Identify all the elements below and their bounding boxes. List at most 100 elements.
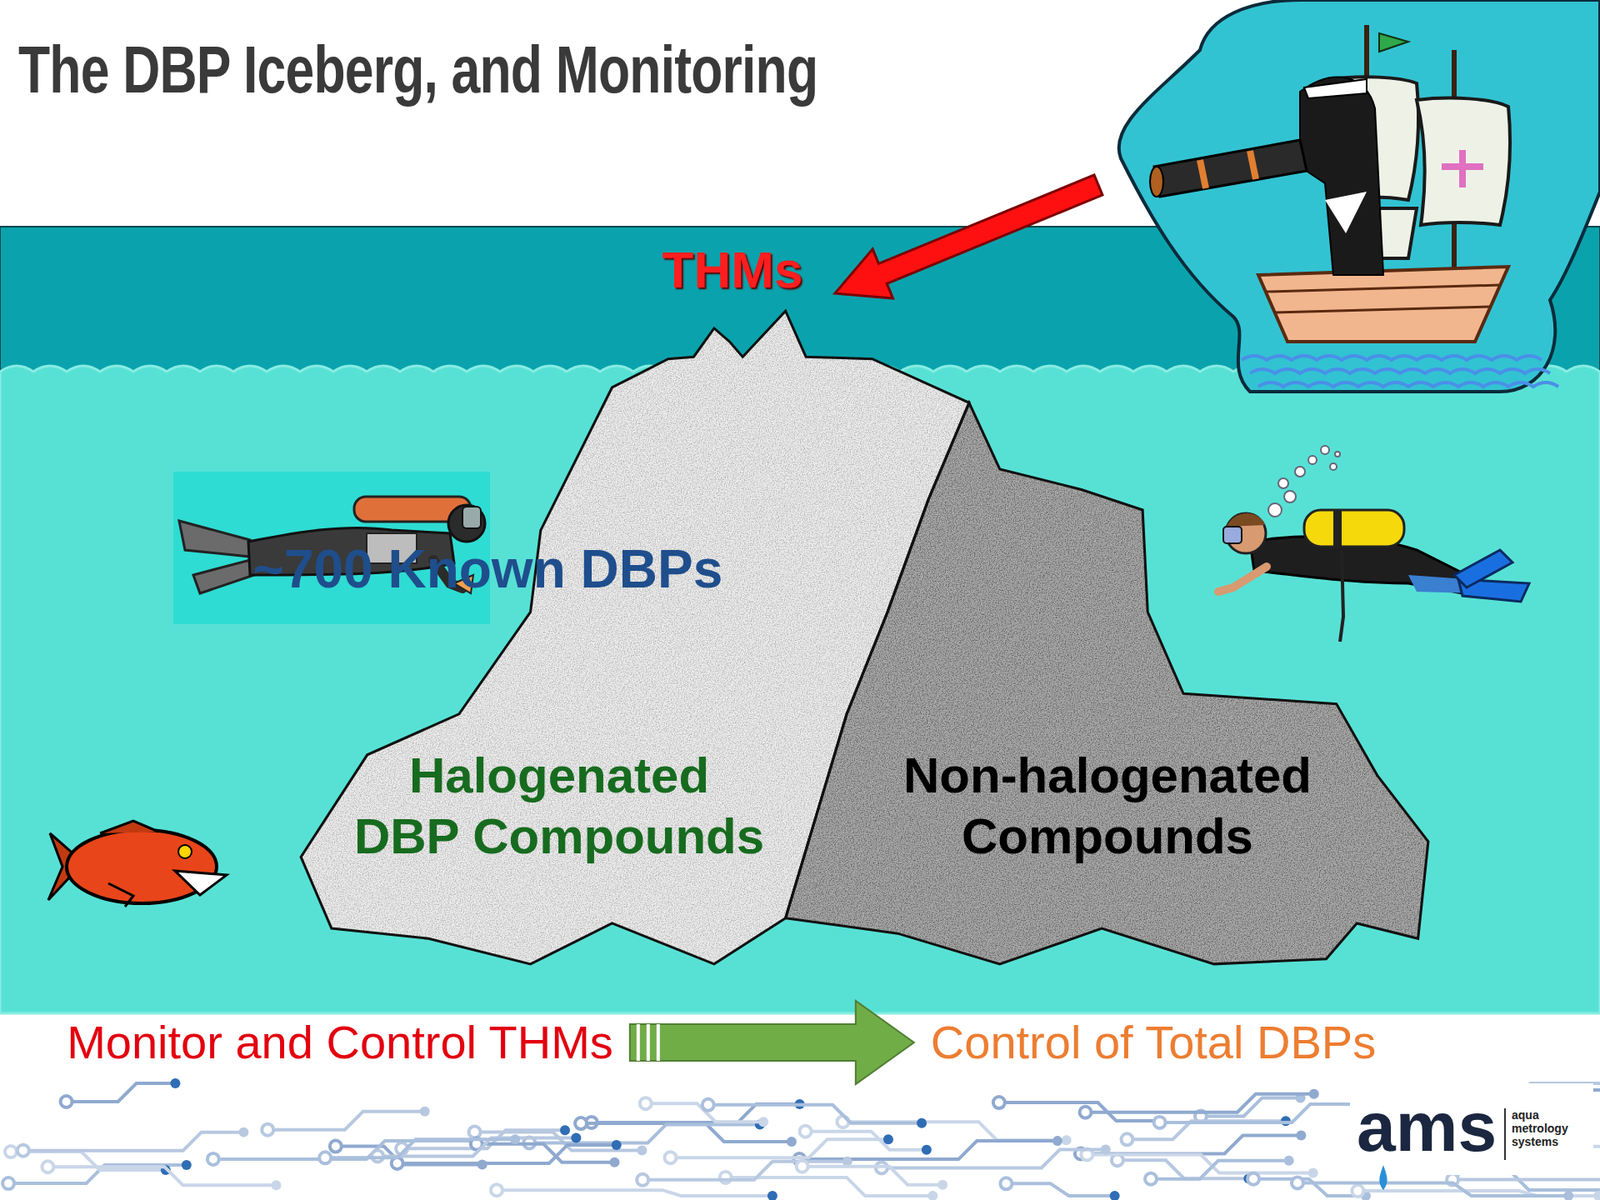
right-diver [1320,445,1330,455]
right-diver [1218,445,1530,642]
circuit-pattern [636,1145,647,1156]
node-text: Control of Total DBPs [930,1014,1376,1071]
circuit-pattern [1120,1133,1133,1145]
right-diver [1226,513,1265,527]
logo-mark [1350,1083,1594,1190]
piranha-fish [100,820,159,834]
lookout-ship [1241,355,1559,387]
node-text: Halogenated DBP Compounds [351,745,767,867]
iceberg-outline [295,305,1434,970]
circuit-pattern [664,1151,676,1164]
circuit-pattern [1086,1154,1313,1173]
circuit-pattern [170,1078,180,1089]
circuit-pattern [1100,1144,1111,1155]
circuit-pattern [1308,1167,1319,1178]
circuit-pattern [476,1144,615,1163]
circuit-pattern [881,1149,1106,1168]
halogenated-region: Halogenated DBP Compounds [345,740,774,872]
circuit-pattern [1145,1173,1157,1185]
circuit-pattern [993,1096,1005,1109]
circuit-pattern [270,1180,281,1190]
arrow-stripe [646,1024,650,1061]
circuit-pattern [1563,1190,1574,1200]
lookout-ship [1119,0,1600,392]
circuit-pattern [2,1177,15,1190]
slide-title: The DBP Iceberg, and Monitoring [18,31,818,109]
left-diver [448,505,485,542]
circuit-pattern [802,1166,943,1185]
logo-wordmark: ams [1356,1088,1497,1165]
circuit-pattern [420,1106,430,1117]
flow-arrow-body [630,1000,915,1085]
lookout-ship [1304,79,1367,99]
circuit-pattern [927,1190,938,1200]
circuit-pattern [17,1145,30,1157]
circuit-pattern [640,1097,652,1110]
node-text: Non-halogenated Compounds [882,745,1333,867]
circuit-pattern [560,1125,570,1135]
right-diver [1268,503,1282,517]
circuit-pattern [1160,1104,1358,1123]
right-diver [1284,490,1296,503]
lookout-ship [1258,266,1509,342]
right-diver [1223,526,1242,544]
circuit-pattern [1000,1177,1012,1190]
right-diver [1340,550,1344,642]
piranha-fish [66,830,217,904]
circuit-pattern [758,1116,769,1127]
left-diver [179,520,250,557]
thms-label: THMs [662,241,804,299]
circuit-pattern [800,1125,812,1138]
circuit-pattern [1085,1094,1315,1113]
circuit-pattern [510,1134,520,1145]
right-diver [1454,550,1513,588]
circuit-pattern [921,1145,932,1155]
iceberg-shape: ~700 Known DBPsHalogenated DBP Compounds… [295,305,1434,970]
lookout-ship [1119,0,1600,392]
monitor-text-box: Monitor and Control THMs [60,1009,620,1076]
circuit-pattern [1284,1155,1295,1166]
arrow-stripe [656,1024,660,1061]
circuit-pattern [1351,1185,1364,1197]
arrow-stripe [636,1024,640,1061]
right-diver [1218,566,1267,592]
circuit-pattern [319,1151,331,1164]
circuit-pattern [529,1124,760,1143]
circuit-pattern [937,1180,948,1190]
lookout-ship [1150,166,1164,197]
circuit-pattern [575,1117,587,1130]
left-diver [462,506,481,529]
circuit-pattern [1291,1176,1304,1189]
circuit-pattern [397,1145,617,1164]
circuit-pattern [1005,1183,1115,1196]
lookout-ship [1441,150,1484,188]
lookout-ship [1266,285,1500,313]
right-diver [1308,455,1317,465]
right-diver [1330,463,1337,470]
circuit-pattern [591,1104,800,1123]
circuit-pattern [883,1134,894,1145]
circuit-pattern [786,1136,797,1147]
circuit-pattern [1593,1190,1600,1200]
circuit-pattern [670,1139,888,1158]
circuit-pattern [47,1166,276,1185]
circuit-pattern [60,1095,73,1108]
circuit-pattern [1297,1182,1569,1196]
piranha-fish [178,845,192,859]
circuit-pattern [1247,1173,1260,1185]
circuit-pattern [1061,1135,1072,1145]
lookout-ship [1325,191,1367,234]
flow-arrow [630,1000,915,1085]
logo-tagline: aqua metrology systems [1511,1108,1582,1149]
circuit-pattern [1309,1089,1320,1100]
circuit-pattern [41,1160,54,1173]
logo-mark [1379,1165,1387,1190]
lookout-ship [1200,150,1256,189]
circuit-pattern [1080,1106,1092,1119]
circuit-pattern [1150,1160,1290,1180]
right-diver [1278,478,1289,489]
circuit-pattern [325,1139,515,1158]
node-text: Monitor and Control THMs [66,1014,614,1071]
node-text: ~700 Known DBPs [253,536,724,602]
